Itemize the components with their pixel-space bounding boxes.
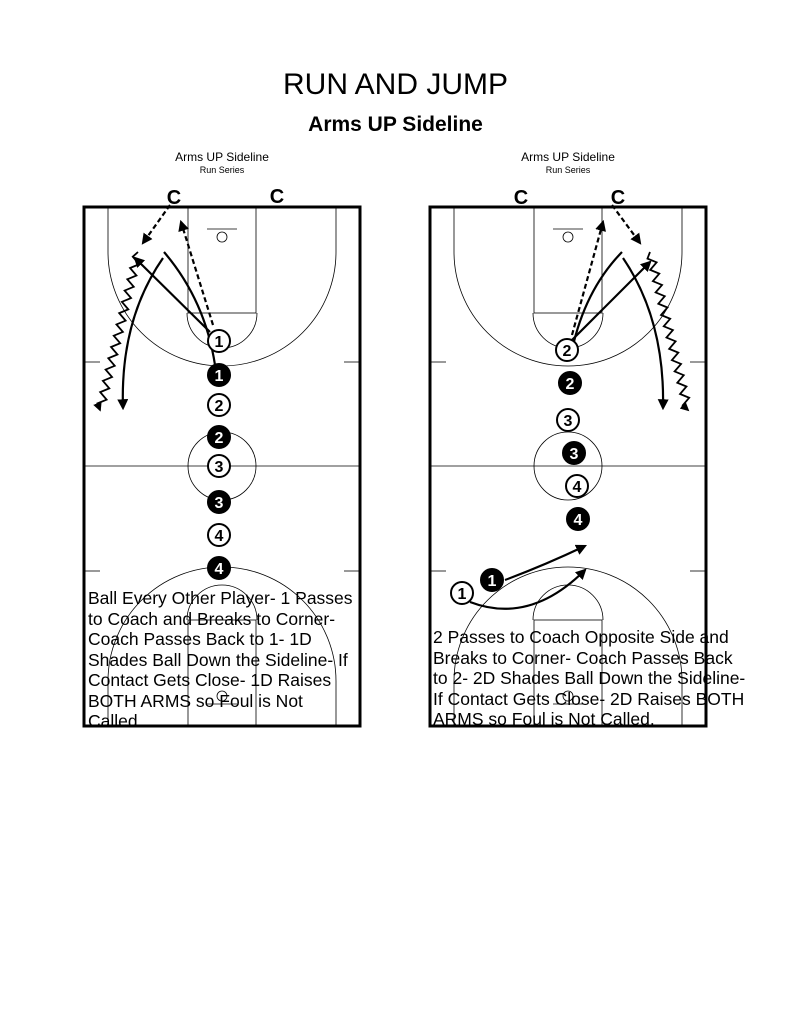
defender-marker <box>566 507 590 531</box>
offense-player-marker <box>207 393 231 417</box>
free-throw-arc <box>532 584 604 621</box>
player-number: 3 <box>215 495 224 512</box>
offense-player-marker <box>207 329 231 353</box>
player-number: 1 <box>458 586 467 603</box>
hoop <box>216 231 228 243</box>
offense-player-marker <box>556 408 580 432</box>
pass-arrow <box>141 204 171 245</box>
three-point-line <box>453 566 683 726</box>
offense-player-marker <box>207 523 231 547</box>
cut-path <box>570 251 623 351</box>
lane <box>187 619 257 727</box>
lane <box>533 206 603 314</box>
pass-arrow <box>611 204 642 245</box>
lane <box>533 619 603 727</box>
coach-label: C <box>167 187 181 209</box>
dribble-path <box>93 251 141 412</box>
three-point-line <box>453 207 683 367</box>
hoop <box>216 690 228 702</box>
offense-player-marker <box>450 581 474 605</box>
player-number: 1 <box>488 573 497 590</box>
defender-marker <box>207 556 231 580</box>
player-number: 3 <box>564 413 573 430</box>
caption-text: Arms UP Sideline <box>521 150 615 164</box>
dribble-path <box>646 251 691 412</box>
coach-label: C <box>270 186 284 208</box>
player-number: 2 <box>215 430 224 447</box>
coach-label: C <box>611 187 625 209</box>
series-label: Run Series <box>545 165 591 175</box>
lane <box>187 206 257 314</box>
player-number: 3 <box>570 446 579 463</box>
diagram-2-description: 2 Passes to Coach Opposite Side and Brea… <box>433 627 746 729</box>
player-number: 4 <box>215 528 224 545</box>
defender-marker <box>207 363 231 387</box>
defender-marker <box>207 490 231 514</box>
pass-arrow <box>570 219 606 336</box>
offense-player-marker <box>207 454 231 478</box>
series-label: Run Series <box>199 165 245 175</box>
offense-player-marker <box>565 474 589 498</box>
player-number: 1 <box>215 334 224 351</box>
player-number: 4 <box>574 512 583 529</box>
defender-marker <box>558 371 582 395</box>
caption-text: Arms UP Sideline <box>175 150 269 164</box>
free-throw-arc <box>186 584 258 621</box>
player-number: 2 <box>566 376 575 393</box>
cut-arrow <box>117 257 164 411</box>
player-number: 2 <box>563 343 572 360</box>
defender-marker <box>562 441 586 465</box>
cut-arrow <box>133 256 211 333</box>
cut-arrow <box>571 260 652 341</box>
pass-arrow <box>178 219 215 326</box>
coach-label: C <box>514 187 528 209</box>
defender-marker <box>480 568 504 592</box>
cut-arrow <box>469 568 587 610</box>
player-number: 2 <box>215 398 224 415</box>
offense-player-marker <box>555 338 579 362</box>
defender-marker <box>207 425 231 449</box>
cut-arrow <box>622 257 669 411</box>
diagram-1-description: Ball Every Other Player- 1 Passes to Coa… <box>88 588 353 731</box>
player-number: 4 <box>573 479 582 496</box>
page-title: RUN AND JUMP <box>282 68 508 101</box>
page-subtitle: Arms UP Sideline <box>308 113 483 136</box>
pass-arrow <box>504 544 587 582</box>
player-number: 3 <box>215 459 224 476</box>
player-number: 4 <box>215 561 224 578</box>
hoop <box>562 690 574 702</box>
player-number: 1 <box>215 368 224 385</box>
hoop <box>562 231 574 243</box>
